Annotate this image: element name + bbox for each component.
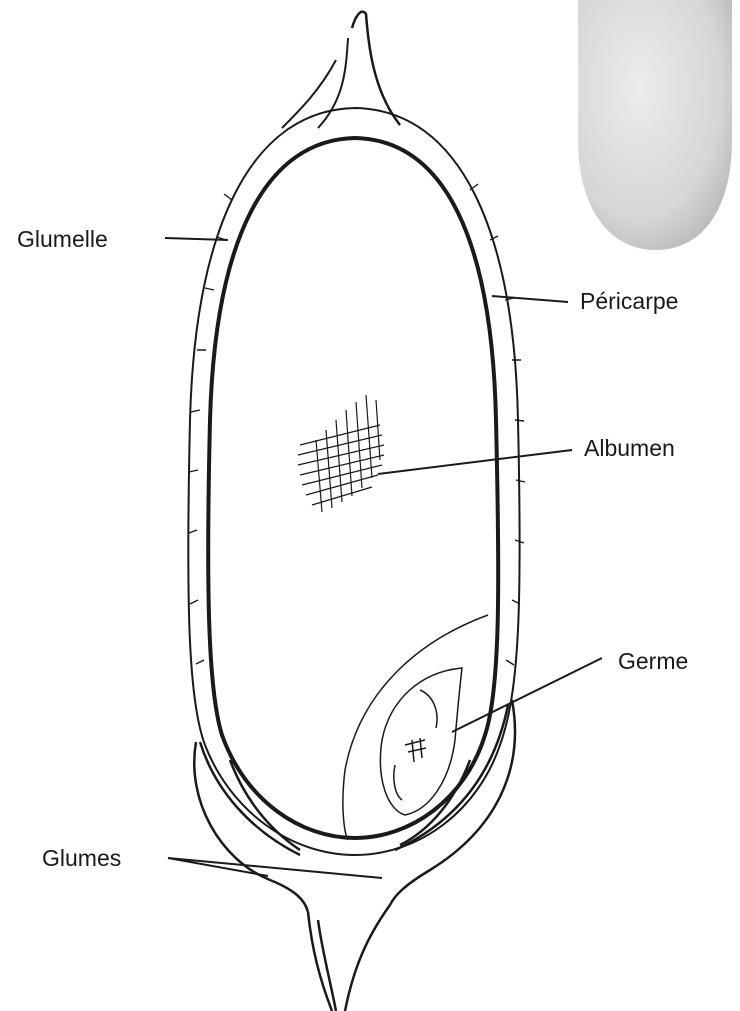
rice-grain-photo (578, 0, 732, 250)
label-glumelle: Glumelle (17, 228, 108, 251)
leader-glumes-b (168, 858, 382, 878)
leader-glumes-a (168, 858, 268, 876)
germe-drawing (343, 615, 488, 840)
leader-pericarpe (492, 296, 568, 302)
pericarpe-outline (208, 138, 498, 838)
label-pericarpe: Péricarpe (580, 290, 678, 313)
label-glumes: Glumes (42, 847, 121, 870)
albumen-hatching (298, 395, 384, 512)
label-germe: Germe (618, 650, 688, 673)
leader-lines (165, 238, 602, 878)
leader-albumen (378, 450, 572, 474)
label-albumen: Albumen (584, 437, 675, 460)
leader-glumelle (165, 238, 228, 240)
leader-germe (452, 658, 602, 732)
